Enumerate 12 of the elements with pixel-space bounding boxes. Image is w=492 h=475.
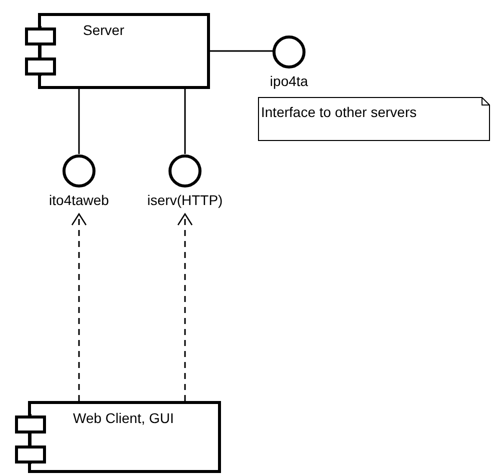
interface-label: ipo4ta — [270, 74, 308, 88]
note-text: Interface to other servers — [261, 103, 417, 122]
connector-line — [210, 50, 274, 52]
component-name: Server — [83, 21, 124, 40]
connector-line — [184, 89, 186, 154]
interface-label: iserv(HTTP) — [147, 193, 223, 207]
dependency-arrow — [177, 213, 193, 401]
interface-label: ito4taweb — [49, 193, 109, 207]
connector-line — [78, 89, 80, 154]
note — [258, 97, 490, 141]
component-name: Web Client, GUI — [73, 409, 174, 428]
dependency-arrow — [71, 213, 87, 401]
